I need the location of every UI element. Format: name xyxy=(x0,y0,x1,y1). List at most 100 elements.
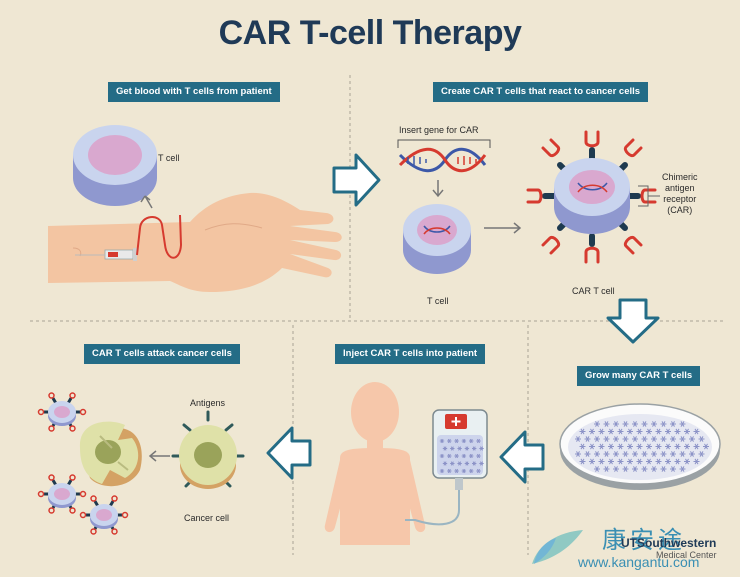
colony-cell xyxy=(472,446,477,451)
colony-cell xyxy=(476,453,481,459)
colony-cell xyxy=(589,443,595,450)
colony-cell xyxy=(469,468,474,474)
colony-cell xyxy=(575,451,581,457)
right-arrow-1-icon xyxy=(332,153,381,207)
colony-cell xyxy=(665,443,671,450)
colony-cell xyxy=(469,438,474,444)
mini-car-t-cell xyxy=(37,474,87,514)
colony-cell xyxy=(641,466,648,472)
colony-cell xyxy=(476,438,481,444)
colony-cell xyxy=(679,466,686,472)
step-3-label: Grow many CAR T cells xyxy=(577,366,701,386)
colony-cell xyxy=(603,436,610,442)
colony-cell xyxy=(479,461,484,466)
colony-cell xyxy=(646,458,652,465)
colony-cell xyxy=(464,461,470,466)
colony-cell xyxy=(646,428,652,435)
mini-receptor-head xyxy=(121,511,129,519)
colony-cell xyxy=(617,443,624,450)
colony-cell xyxy=(613,436,619,442)
colony-cell xyxy=(461,468,467,474)
t-cell-top-icon xyxy=(73,125,157,206)
t-cell-mid-label: T cell xyxy=(427,296,449,306)
colony-cell xyxy=(627,458,633,465)
cell-colony-dots xyxy=(575,421,709,472)
colony-cell xyxy=(584,436,591,442)
colony-cell xyxy=(679,451,686,457)
colony-cell xyxy=(651,436,657,442)
colony-cell xyxy=(641,451,648,457)
chimeric-label: Chimeric antigen receptor (CAR) xyxy=(662,172,698,215)
colony-cell xyxy=(447,453,452,459)
colony-cell xyxy=(684,428,690,435)
mini-receptor-head xyxy=(48,392,55,399)
leaf-logo-icon xyxy=(532,530,583,564)
car-t-cell-icon xyxy=(526,130,657,264)
colony-cell xyxy=(579,458,586,465)
colony-cell xyxy=(679,421,686,427)
colony-cell xyxy=(439,468,445,474)
colony-cell xyxy=(603,451,610,457)
colony-cell xyxy=(454,438,459,444)
colony-cell xyxy=(636,443,643,450)
colony-cell xyxy=(594,421,600,427)
receptor-bracket-icon xyxy=(638,185,660,207)
colony-cell xyxy=(579,443,586,450)
colony-cell xyxy=(655,443,662,450)
colony-cell xyxy=(598,443,605,450)
colony-cell xyxy=(651,421,657,427)
colony-cell xyxy=(660,451,667,457)
colony-cell xyxy=(584,451,591,457)
down-arrow-small-icon xyxy=(432,180,444,198)
colony-cell xyxy=(617,428,624,435)
mini-receptor-head xyxy=(79,408,87,416)
mini-receptor-head xyxy=(37,408,45,416)
car-t-cell-label: CAR T cell xyxy=(572,286,615,296)
colony-cell xyxy=(613,466,619,472)
mini-receptor-head xyxy=(48,425,55,432)
colony-cell xyxy=(684,458,690,465)
colony-cell xyxy=(442,461,448,466)
colony-cell xyxy=(598,428,605,435)
right-arrow-small-icon xyxy=(484,222,522,234)
colony-cell xyxy=(693,458,700,465)
colony-cell xyxy=(622,466,629,472)
iv-bag-cells xyxy=(439,438,484,474)
mini-receptor-head xyxy=(90,495,97,502)
colony-cell xyxy=(689,436,695,442)
left-arrow-2-icon xyxy=(266,426,312,480)
colony-cell xyxy=(622,421,629,427)
colony-cell xyxy=(442,446,448,451)
colony-cell xyxy=(655,428,662,435)
colony-cell xyxy=(632,451,638,457)
colony-cell xyxy=(454,453,459,459)
colony-cell xyxy=(622,436,629,442)
attacking-car-t-cells xyxy=(37,392,129,535)
colony-cell xyxy=(627,428,633,435)
colony-cell xyxy=(641,436,648,442)
colony-cell xyxy=(439,453,445,459)
colony-cell xyxy=(689,451,695,457)
colony-cell xyxy=(575,436,581,442)
colony-cell xyxy=(579,428,586,435)
dna-helix-icon xyxy=(397,139,491,173)
syringe-icon xyxy=(75,248,137,261)
colony-cell xyxy=(693,443,700,450)
colony-cell xyxy=(660,421,667,427)
mini-receptor-head xyxy=(79,511,87,519)
colony-cell xyxy=(469,453,474,459)
colony-cell xyxy=(461,438,467,444)
colony-cell xyxy=(636,458,643,465)
colony-cell xyxy=(684,443,690,450)
colony-cell xyxy=(670,436,676,442)
colony-cell xyxy=(660,436,667,442)
colony-cell xyxy=(660,466,667,472)
colony-cell xyxy=(655,458,662,465)
page-title: CAR T-cell Therapy xyxy=(218,14,522,52)
patient-silhouette-icon xyxy=(324,382,426,545)
colony-cell xyxy=(622,451,629,457)
colony-cell xyxy=(679,436,686,442)
t-cell-mid-icon xyxy=(403,204,471,274)
colony-cell xyxy=(603,421,610,427)
